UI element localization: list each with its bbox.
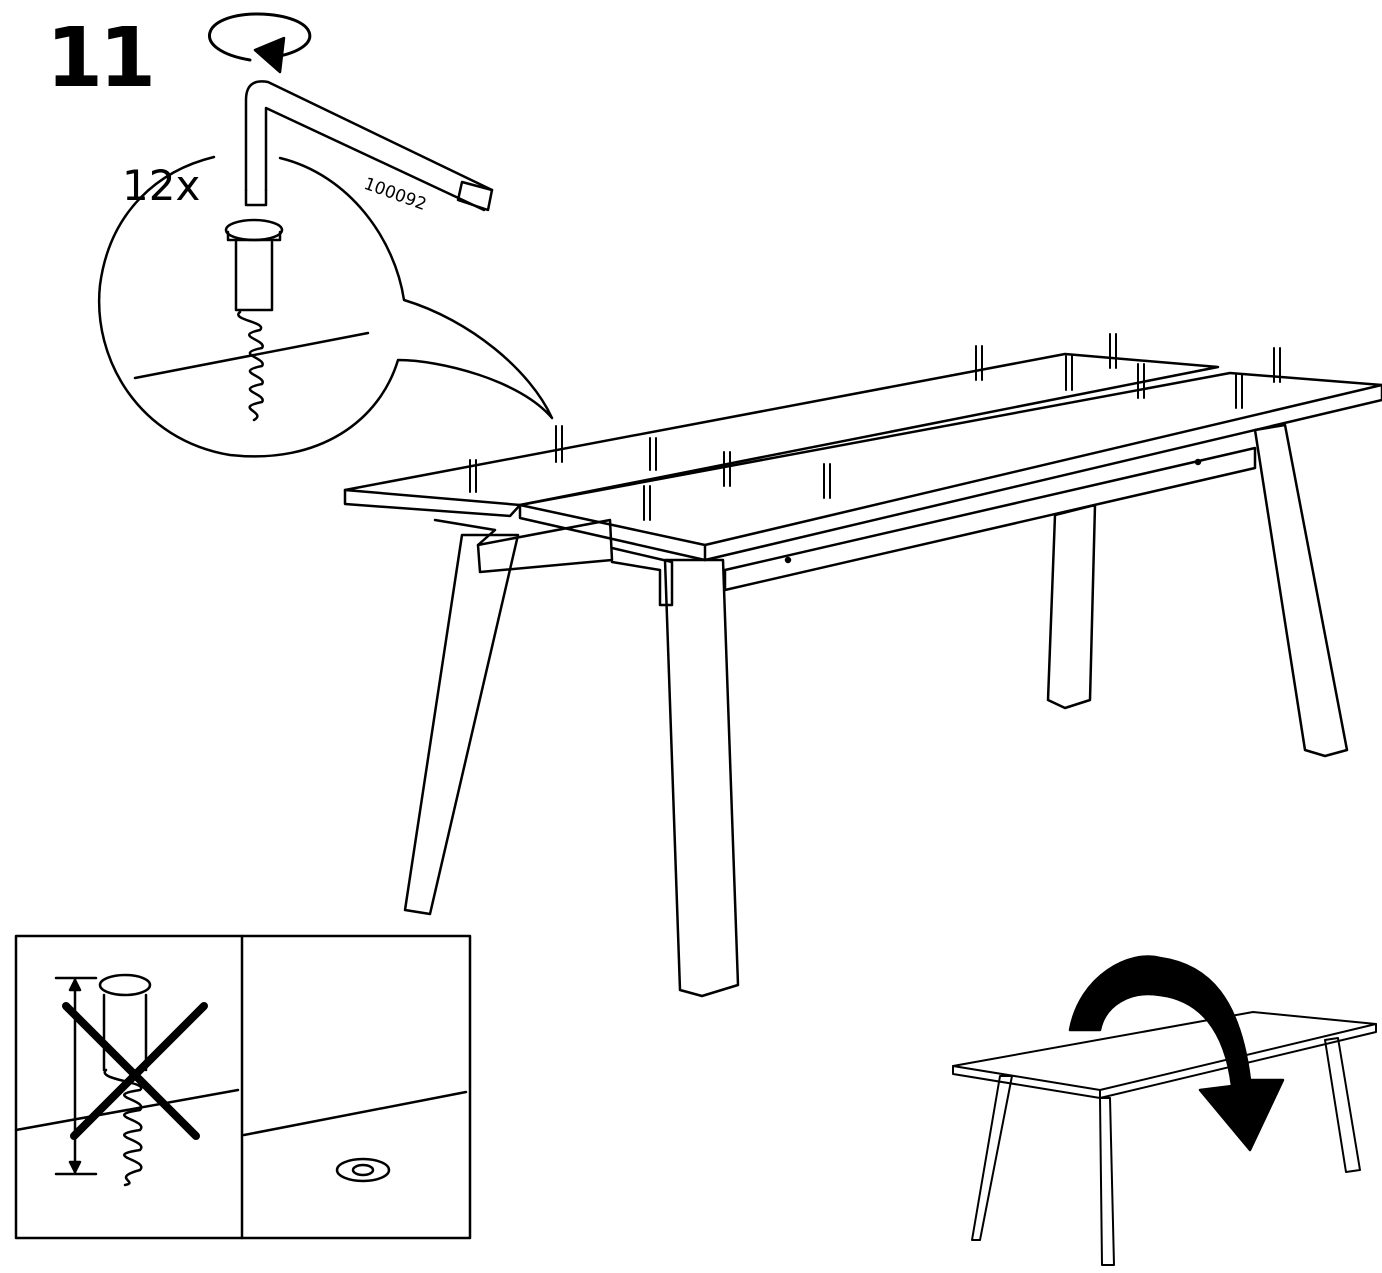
table-leg bbox=[1046, 503, 1097, 710]
screw-quantity: 12x bbox=[122, 161, 201, 210]
screw-icon bbox=[224, 218, 284, 422]
table-leg bbox=[663, 558, 740, 998]
screws-on-top bbox=[469, 333, 1281, 521]
table-leg bbox=[1253, 423, 1349, 758]
table-top bbox=[343, 352, 1382, 562]
caution-panel bbox=[14, 934, 472, 1240]
rotate-arrow-icon bbox=[208, 12, 312, 74]
flipped-table-thumbnail bbox=[952, 1011, 1377, 1266]
step-number: 11 bbox=[46, 11, 156, 106]
flip-over-arrow-icon bbox=[1068, 955, 1285, 1152]
allen-key-icon bbox=[244, 80, 494, 212]
table-leg bbox=[403, 518, 520, 916]
table-apron bbox=[476, 446, 1257, 607]
cross-icon bbox=[62, 1002, 208, 1140]
detail-bubble bbox=[97, 155, 554, 458]
